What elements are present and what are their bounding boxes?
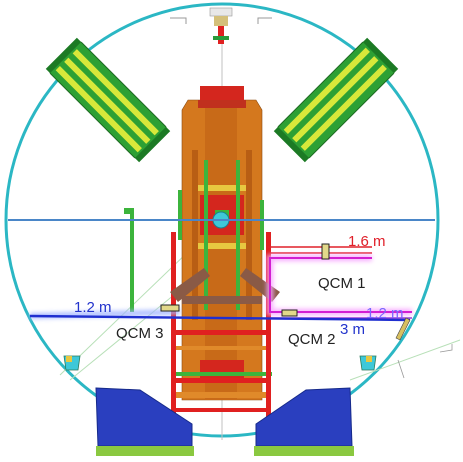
qcm3-sensor — [160, 304, 180, 312]
top-port — [170, 7, 272, 44]
distance-label-1-2m-left: 1.2 m — [74, 299, 112, 316]
red-measurement-line — [268, 246, 372, 254]
qcm2-label: QCM 2 — [288, 331, 336, 348]
qcm1-label: QCM 1 — [318, 275, 366, 292]
orange-braces — [176, 346, 266, 398]
left-base-block — [95, 387, 194, 456]
right-viewport — [395, 317, 453, 379]
qcm1-sensor — [321, 243, 330, 260]
blue-measurement-line — [29, 309, 411, 322]
left-coil — [45, 37, 171, 163]
distance-label-3m: 3 m — [340, 321, 365, 338]
central-column — [181, 86, 263, 401]
right-base-block — [254, 387, 354, 456]
qcm2-sensor — [281, 309, 298, 317]
qcm3-label: QCM 3 — [116, 325, 164, 342]
distance-label-1-6m: 1.6 m — [348, 233, 386, 250]
red-frame — [171, 232, 271, 432]
lower-brackets — [63, 355, 377, 371]
distance-label-1-2m-right: 1.2 m — [366, 305, 404, 322]
right-coil — [273, 37, 399, 163]
